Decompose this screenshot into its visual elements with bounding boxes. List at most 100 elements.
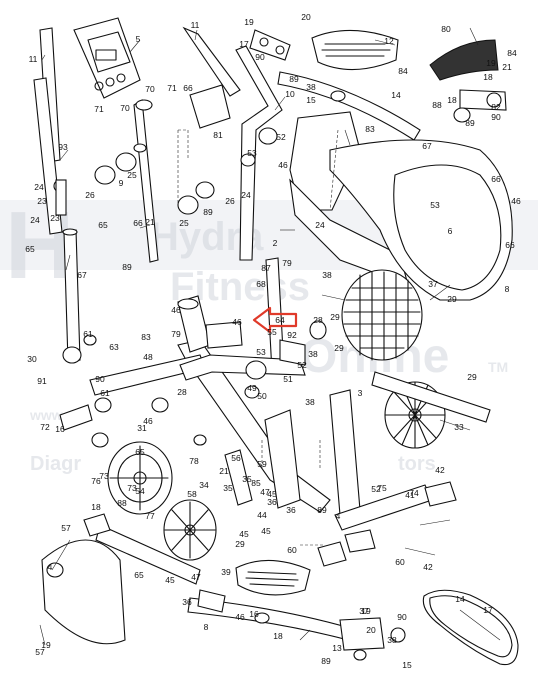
callout-label: 36 [182, 597, 192, 607]
callout-label: 90 [491, 112, 501, 122]
callout-label: 89 [317, 505, 327, 515]
callout-label: 70 [145, 84, 155, 94]
part-26-bushing [55, 179, 67, 216]
callout-label: 53 [430, 200, 440, 210]
callout-label: 60 [287, 545, 297, 555]
callout-label: 16 [249, 609, 259, 619]
dashed-guides [177, 129, 339, 546]
part-8-shroud [41, 539, 126, 645]
part-8-flywheel [341, 269, 423, 361]
callout-label: 18 [447, 95, 457, 105]
callout-label: 38 [305, 397, 315, 407]
callout-label: 31 [137, 423, 147, 433]
callout-label: 45 [261, 526, 271, 536]
lower-right-hardware [339, 617, 406, 661]
callout-label: 74 [409, 488, 419, 498]
callout-label: 89 [122, 262, 132, 272]
callout-label: 71 [167, 83, 177, 93]
callout-label: 36 [286, 505, 296, 515]
part-67-top [289, 111, 361, 211]
callout-label: 82 [491, 102, 501, 112]
callout-label: 28 [177, 387, 187, 397]
callout-label: 3 [358, 388, 363, 398]
hand-pulse-assembly [429, 39, 507, 123]
part-5-console [73, 17, 141, 99]
callout-label: 18 [273, 631, 283, 641]
callout-label: 19 [361, 606, 371, 616]
callout-label: 46 [232, 317, 242, 327]
callout-label: 38 [306, 82, 316, 92]
part-17-lower-bracket [197, 589, 226, 613]
part-26-left [94, 165, 116, 185]
spoked-pulley [163, 499, 217, 561]
callout-label: 24 [315, 220, 325, 230]
callout-label: 11 [191, 20, 200, 30]
callout-label: 91 [37, 376, 47, 386]
callout-label: 42 [423, 562, 433, 572]
part-17-bracket [249, 29, 291, 61]
callout-label: 83 [141, 332, 151, 342]
lower-pedal-assembly [187, 559, 351, 641]
callout-label: 16 [55, 424, 65, 434]
callout-label: 19 [486, 58, 496, 68]
callout-label: 36 [267, 497, 277, 507]
callout-label: 19 [41, 640, 51, 650]
callout-label: 2 [273, 238, 278, 248]
callout-label: 53 [247, 148, 257, 158]
callout-label: 70 [120, 103, 130, 113]
watermark-url: www. [29, 407, 66, 423]
callout-label: 71 [94, 104, 104, 114]
stabilizer-caps [317, 481, 457, 567]
callout-label: 45 [239, 529, 249, 539]
drive-belt [422, 589, 519, 666]
callout-label: 39 [221, 567, 231, 577]
callout-label: 11 [29, 54, 38, 64]
callout-label: 77 [145, 511, 155, 521]
callout-label: 89 [203, 207, 213, 217]
callout-label: 57 [61, 523, 71, 533]
callout-label: 64 [275, 315, 285, 325]
callout-label: 20 [301, 12, 311, 22]
callout-label: 15 [306, 95, 316, 105]
callout-label: 10 [285, 89, 295, 99]
callout-label: 88 [117, 498, 127, 508]
callout-label: 40 [0, 0, 5, 2]
callout-label: 18 [91, 502, 101, 512]
callout-label: 90 [95, 374, 105, 384]
callout-label: 58 [187, 489, 197, 499]
callout-label: 23 [37, 196, 47, 206]
callout-label: 38 [387, 635, 397, 645]
part-80-grip [429, 39, 499, 81]
part-31-end-cap [59, 404, 93, 431]
part-26-right [115, 152, 137, 172]
part-66-brake-arm [224, 449, 253, 506]
callout-label: 29 [467, 372, 477, 382]
part-35-cap-2 [317, 541, 347, 567]
console-assembly [73, 17, 159, 263]
callout-label: 65 [98, 220, 108, 230]
left-shroud [289, 111, 513, 301]
callout-label: 4 [48, 562, 53, 572]
callout-label: 59 [257, 459, 267, 469]
callout-label: 20 [366, 625, 376, 635]
callout-label: 66 [0, 0, 5, 2]
watermark-tagline-2: tors [398, 453, 436, 475]
callout-label: 29 [447, 294, 457, 304]
callout-label: 67 [422, 141, 432, 151]
callout-label: 47 [191, 572, 201, 582]
callout-label: 87 [261, 263, 271, 273]
callout-label: 46 [235, 612, 245, 622]
callout-label: 54 [135, 486, 145, 496]
callout-label: 13 [332, 643, 342, 653]
callout-label: 33 [454, 422, 464, 432]
callout-label: 21 [502, 62, 512, 72]
callout-label: 89 [321, 656, 331, 666]
callout-label: 53 [256, 347, 266, 357]
callout-label: 60 [0, 0, 5, 2]
callout-label: 51 [283, 374, 293, 384]
callout-label: 90 [397, 612, 407, 622]
callout-label: 41 [405, 490, 415, 500]
callout-label: 76 [91, 476, 101, 486]
watermark-tm: TM [488, 359, 508, 375]
callout-label: 38 [322, 270, 332, 280]
